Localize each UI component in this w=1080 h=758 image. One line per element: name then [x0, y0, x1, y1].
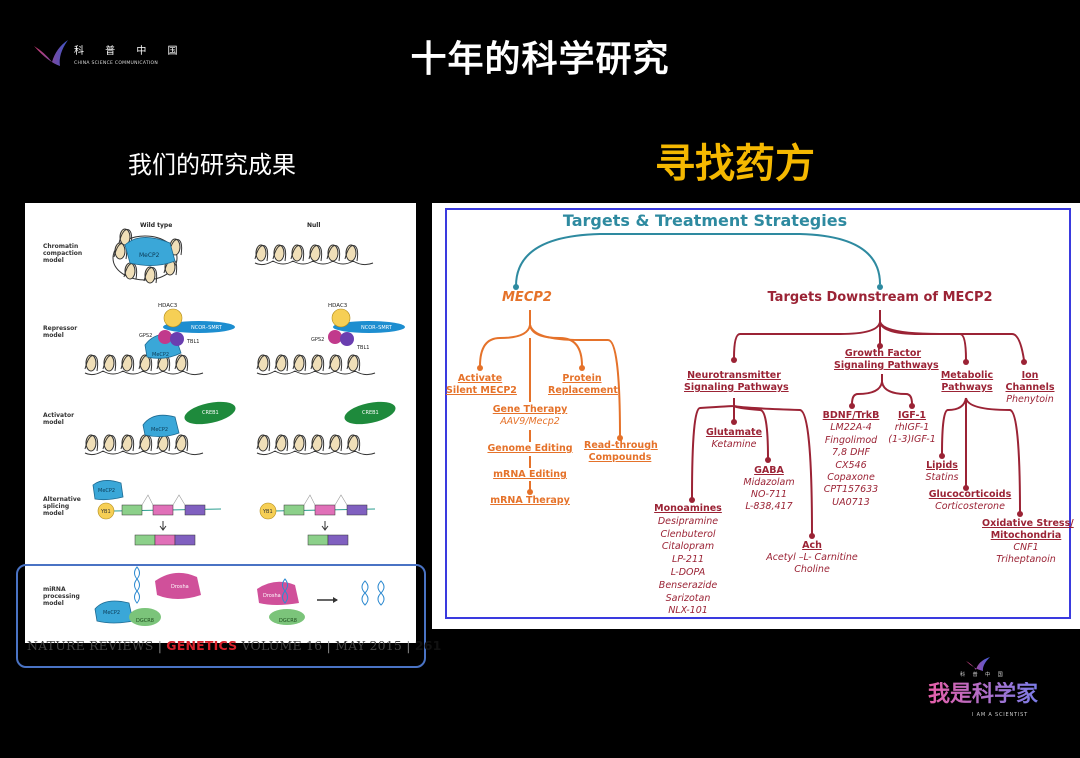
gps2-label: GPS2 [139, 333, 152, 339]
row-label-splicing: Alternative splicing model [43, 496, 81, 517]
mirna-wild-type: MeCP2 DGCR8 Drosha [94, 566, 201, 626]
logo-english-text: CHINA SCIENCE COMMUNICATION [74, 61, 159, 66]
citation-separator: | [406, 638, 411, 653]
flowchart-frame [445, 208, 1071, 619]
node-targets-downstream: Targets Downstream of MECP2 [767, 290, 993, 305]
node-monoamines: Monoamines Desipramine Clenbuterol Cital… [654, 503, 722, 617]
research-results-heading: 我们的研究成果 [128, 151, 296, 179]
downstream-branch-connectors [691, 310, 1025, 535]
flowchart-title: Targets & Treatment Strategies [562, 211, 848, 230]
node-oxidative-stress: Oxidative Stress/ Mitochondria CNF1 Trih… [982, 518, 1074, 565]
node-bdnf-trkb: BDNF/TrkB LM22A-4 Fingolimod 7,8 DHF CX5… [822, 410, 880, 508]
tbl1-label: TBL1 [186, 339, 199, 345]
citation-separator: | [326, 638, 331, 653]
node-genome-editing: Genome Editing [487, 443, 573, 454]
journal-name: NATURE REVIEWS [27, 638, 154, 653]
journal-citation: NATURE REVIEWS | GENETICS VOLUME 16 | MA… [27, 638, 441, 653]
node-gaba: GABA Midazolam NO-711 L-838,417 [743, 465, 795, 512]
mecp2-label: MeCP2 [151, 427, 168, 433]
hdac3-label: HDAC3 [158, 303, 178, 309]
splicing-wild-type: MeCP2 YB1 [92, 480, 222, 546]
hdac3-label: HDAC3 [328, 303, 348, 309]
node-gene-therapy: Gene Therapy AAV9/Mecp2 [492, 404, 568, 427]
activator-null: CREB1 [257, 401, 396, 455]
tbl1-label: TBL1 [356, 345, 369, 351]
mecp2-models-figure: Wild type Null Chromatin compaction mode… [25, 203, 416, 643]
gps2-label: GPS2 [311, 337, 324, 343]
top-arc-connector [515, 233, 881, 287]
butterfly-logo-icon [34, 40, 68, 66]
node-ion-channels: Ion Channels Phenytoin [1005, 370, 1055, 405]
i-am-a-scientist-logo: 科 普 中 国 我是科学家 I AM A SCIENTIST [928, 656, 1048, 736]
creb1-label: CREB1 [362, 410, 379, 416]
node-glutamate: Glutamate Ketamine [705, 427, 763, 450]
journal-volume: VOLUME 16 [241, 638, 323, 653]
dgcr8-label: DGCR8 [279, 618, 297, 624]
yb1-label: YB1 [100, 509, 111, 515]
row-label-repressor: Repressor model [43, 325, 78, 339]
node-readthrough-compounds: Read-through Compounds [584, 440, 658, 463]
column-header-null: Null [307, 222, 321, 229]
mecp2-models-diagram: MeCP2 HDAC3 NCOR–SMRT GPS2 TBL1 MeCP2 HD… [25, 228, 405, 626]
ncor-label: NCOR–SMRT [191, 325, 223, 331]
ncor-label: NCOR–SMRT [361, 325, 393, 331]
node-growth-factor: Growth Factor Signaling Pathways [834, 348, 939, 371]
citation-separator: | [157, 638, 163, 653]
mecp2-branch-connectors [479, 310, 621, 492]
node-metabolic: Metabolic Pathways [940, 370, 994, 393]
row-label-chromatin: Chromatin compaction model [43, 243, 83, 264]
logo-small-chinese: 科 普 中 国 [960, 672, 1006, 678]
logo-chinese-text: 科 普 中 国 [74, 46, 187, 57]
journal-page: 261 [414, 638, 442, 653]
logo-english-text: I AM A SCIENTIST [972, 712, 1028, 718]
node-neurotransmitter: Neurotransmitter Signaling Pathways [684, 370, 789, 393]
node-activate-silent-mecp2: Activate Silent MECP2 [446, 373, 517, 396]
activator-wild-type: MeCP2 CREB1 [85, 401, 236, 455]
node-ach: Ach Acetyl –L- Carnitine Choline [766, 540, 858, 575]
mecp2-label: MeCP2 [103, 610, 120, 616]
mecp2-label: MeCP2 [152, 352, 169, 358]
creb1-label: CREB1 [202, 410, 219, 416]
node-protein-replacement: Protein Replacement [548, 373, 618, 396]
mirna-null: Drosha DGCR8 [257, 578, 385, 625]
node-igf1: IGF-1 rhIGF-1 (1-3)IGF-1 [888, 410, 936, 445]
node-glucocorticoids: Glucocorticoids Corticosterone [928, 489, 1012, 512]
drosha-label: Drosha [263, 593, 281, 599]
node-mrna-editing: mRNA Editing [493, 469, 567, 480]
node-lipids: Lipids Statins [925, 460, 959, 483]
china-science-logo: 科 普 中 国 CHINA SCIENCE COMMUNICATION [30, 36, 178, 70]
logo-main-text: 我是科学家 [928, 682, 1039, 707]
drosha-label: Drosha [171, 584, 189, 590]
dgcr8-label: DGCR8 [136, 618, 154, 624]
chromatin-compaction-wild-type: MeCP2 [112, 228, 183, 284]
butterfly-logo-icon [966, 657, 990, 671]
mecp2-label: MeCP2 [98, 488, 115, 494]
mirna-highlight-frame [16, 564, 426, 668]
splicing-null: YB1 [259, 494, 376, 546]
page-title: 十年的科学研究 [410, 39, 670, 80]
journal-section: GENETICS [166, 638, 238, 653]
column-header-wild-type: Wild type [140, 222, 173, 229]
yb1-label: YB1 [262, 509, 273, 515]
repressor-wild-type: HDAC3 NCOR–SMRT GPS2 TBL1 MeCP2 [85, 303, 235, 375]
journal-date: MAY 2015 [335, 638, 403, 653]
treatment-flowchart-panel [432, 203, 1080, 629]
node-mrna-therapy: mRNA Therapy [490, 495, 570, 506]
node-mecp2: MECP2 [502, 290, 552, 305]
finding-treatment-heading: 寻找药方 [655, 141, 815, 187]
mecp2-label: MeCP2 [139, 252, 160, 259]
row-label-mirna: miRNA processing model [43, 586, 80, 607]
row-label-activator: Activator model [43, 412, 75, 426]
repressor-null: HDAC3 NCOR–SMRT GPS2 TBL1 [257, 303, 405, 375]
